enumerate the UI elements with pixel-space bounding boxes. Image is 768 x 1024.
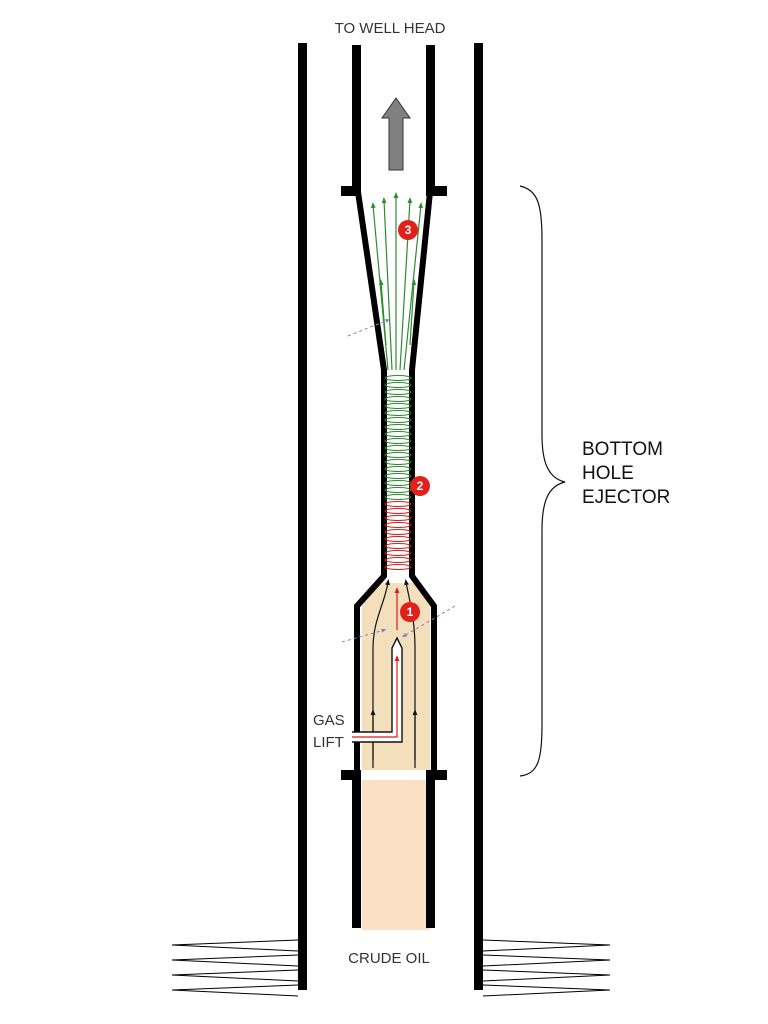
rock-formation-right	[482, 939, 611, 997]
ejector-label-line3: EJECTOR	[582, 487, 670, 508]
ejector-wall-left	[354, 191, 387, 772]
rock-formation-left	[171, 939, 299, 997]
ejector-brace	[519, 185, 566, 777]
gas-injection-arrows	[341, 319, 456, 643]
throat-coils-red	[384, 501, 412, 570]
gas-lift-label-line2: LIFT	[313, 734, 344, 751]
up-arrow-icon	[381, 97, 411, 171]
crude-oil-column	[362, 780, 430, 930]
tubing-upper-right	[426, 45, 435, 192]
gas-lift-label-line1: GAS	[313, 712, 345, 729]
throat-coils-green	[384, 375, 412, 500]
casing-right-wall	[474, 43, 483, 990]
tubing-lower-left	[352, 778, 361, 928]
ejector-wall-right	[409, 191, 437, 772]
stage-badge-3: 3	[398, 220, 418, 240]
stage-badge-1: 1	[400, 602, 420, 622]
stage-number: 3	[405, 223, 412, 237]
casing-left-wall	[298, 43, 307, 990]
ejector-label-line2: HOLE	[582, 463, 634, 484]
tubing-lower-right	[426, 778, 435, 928]
stage-badge-2: 2	[410, 476, 430, 496]
crude-oil-label: CRUDE OIL	[348, 950, 430, 967]
stage-number: 2	[417, 479, 424, 493]
ejector-label-line1: BOTTOM	[582, 439, 663, 460]
gas-lift-flow-line	[352, 655, 400, 738]
coupling-bottom-right	[426, 770, 447, 780]
coupling-top-left	[341, 186, 361, 196]
stage-number: 1	[407, 605, 414, 619]
coupling-bottom-left	[341, 770, 361, 780]
tubing-upper-left	[352, 45, 361, 192]
to-well-head-label: TO WELL HEAD	[335, 20, 446, 37]
coupling-top-right	[426, 186, 447, 196]
